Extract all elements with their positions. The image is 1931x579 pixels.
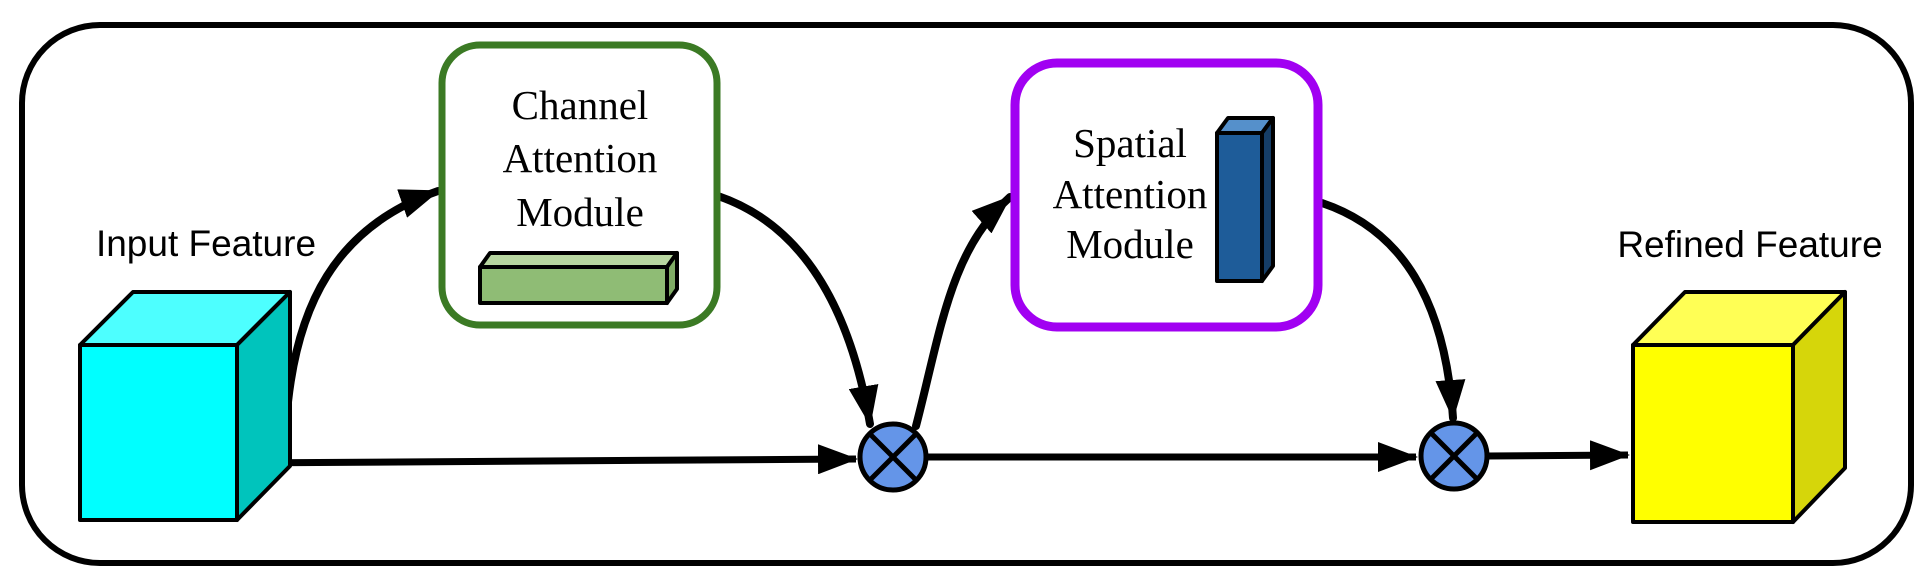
input-cube-front-face (78, 343, 239, 522)
arrow-input-to-channel-module (284, 187, 442, 406)
multiply-cross-line (868, 432, 918, 482)
multiply-operator-2 (1418, 420, 1490, 492)
arrow-input-to-multiply1 (239, 444, 858, 475)
refined-cube-front-face (1631, 343, 1795, 524)
refined-feature-label: Refined Feature (1617, 224, 1882, 265)
spatial-attention-bar (1215, 116, 1275, 283)
outer-frame (19, 22, 1914, 566)
spatial-attention-label-line3: Module (1066, 221, 1194, 267)
spatial-attention-module: Spatial Attention Module (1010, 58, 1323, 332)
input-feature-label: Input Feature (96, 223, 316, 264)
skip-connection-lines (239, 440, 1630, 475)
channel-attention-module: Channel Attention Module (438, 41, 721, 329)
spatial-attention-label-line1: Spatial (1073, 120, 1187, 166)
refined-feature-cube (1631, 290, 1847, 524)
input-feature-cube (78, 290, 292, 522)
channel-bar-top-face (478, 251, 679, 269)
channel-attention-label-line3: Module (516, 189, 644, 235)
multiply-operator-1 (857, 421, 929, 493)
channel-bar-front-face (478, 265, 669, 305)
arrow-spatial-module-to-multiply2 (1318, 199, 1466, 422)
arrow-channel-module-to-multiply1 (714, 192, 879, 428)
multiply-cross-line (1429, 431, 1479, 481)
curved-arrows (284, 187, 1466, 430)
arrow-multiply2-to-refined (1486, 440, 1630, 471)
channel-attention-label-line2: Attention (503, 135, 658, 181)
channel-attention-bar (478, 251, 679, 305)
spatial-bar-front-face (1215, 131, 1264, 283)
arrow-multiply1-to-spatial-module (912, 193, 1014, 430)
spatial-attention-label-line2: Attention (1053, 171, 1208, 217)
channel-attention-label-line1: Channel (512, 82, 649, 128)
